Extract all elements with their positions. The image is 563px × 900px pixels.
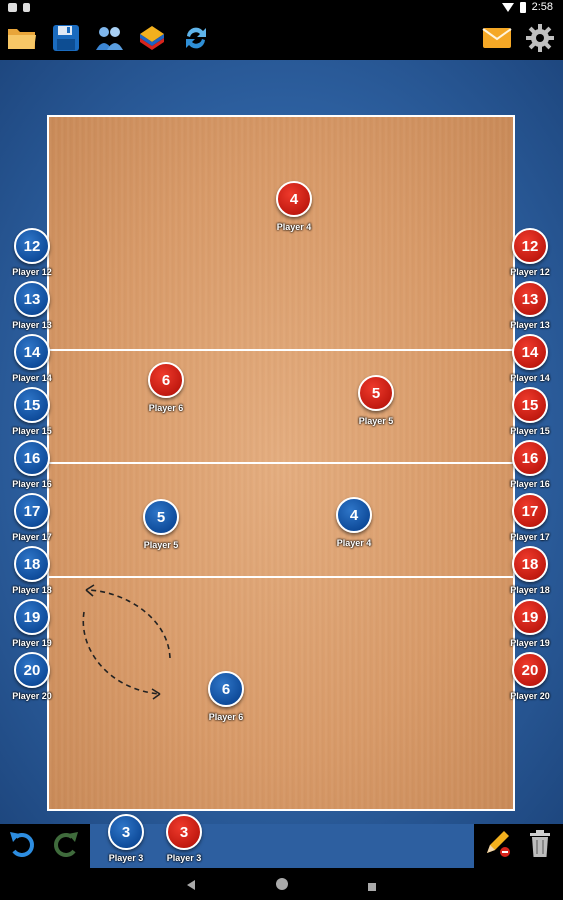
- court-attack-line-bottom: [47, 576, 515, 578]
- folder-icon: [8, 29, 36, 49]
- court-player-red-6[interactable]: 6: [148, 362, 184, 398]
- bench-player-red-3-label: Player 3: [166, 853, 202, 863]
- nav-home-button[interactable]: [275, 877, 289, 896]
- sub-player-red-14-label: Player 14: [510, 373, 550, 383]
- team-icon: [96, 27, 123, 50]
- status-bar: 2:58: [0, 0, 563, 16]
- sub-player-blue-12[interactable]: 12: [14, 228, 50, 264]
- sub-player-blue-17[interactable]: 17: [14, 493, 50, 529]
- sub-player-red-20[interactable]: 20: [512, 652, 548, 688]
- battery-icon: [519, 1, 526, 13]
- sub-player-red-15-label: Player 15: [510, 426, 550, 436]
- sub-player-red-19[interactable]: 19: [512, 599, 548, 635]
- sd-card-icon: [23, 3, 30, 12]
- sub-player-red-20-label: Player 20: [510, 691, 550, 701]
- settings-icon: [526, 24, 554, 52]
- status-right-icons: 2:58: [501, 1, 553, 13]
- recents-icon: [368, 883, 376, 891]
- undo-icon: [10, 832, 34, 857]
- sub-player-blue-14-label: Player 14: [12, 373, 52, 383]
- court-player-blue-4-label: Player 4: [336, 538, 372, 548]
- sub-player-blue-18-label: Player 18: [12, 585, 52, 595]
- bench-area[interactable]: [90, 824, 474, 868]
- court-player-red-5-label: Player 5: [358, 416, 394, 426]
- sub-player-blue-15[interactable]: 15: [14, 387, 50, 423]
- court-player-red-4[interactable]: 4: [276, 181, 312, 217]
- sub-player-red-13-label: Player 13: [510, 320, 550, 330]
- formation-icon: [140, 26, 164, 50]
- navigation-bar: [0, 868, 563, 900]
- wifi-icon: [501, 2, 514, 12]
- court-player-blue-6[interactable]: 6: [208, 671, 244, 707]
- sub-player-red-17[interactable]: 17: [512, 493, 548, 529]
- sub-player-red-16[interactable]: 16: [512, 440, 548, 476]
- court-player-blue-5[interactable]: 5: [143, 499, 179, 535]
- sub-player-blue-13[interactable]: 13: [14, 281, 50, 317]
- sub-player-blue-16-label: Player 16: [12, 479, 52, 489]
- sub-player-blue-20[interactable]: 20: [14, 652, 50, 688]
- sub-player-blue-17-label: Player 17: [12, 532, 52, 542]
- arrow-head-1: [85, 584, 95, 597]
- sub-player-red-14[interactable]: 14: [512, 334, 548, 370]
- sub-player-red-18-label: Player 18: [510, 585, 550, 595]
- sub-player-red-15[interactable]: 15: [512, 387, 548, 423]
- court-center-line: [47, 462, 515, 464]
- sub-player-blue-13-label: Player 13: [12, 320, 52, 330]
- sub-player-blue-16[interactable]: 16: [14, 440, 50, 476]
- sub-player-red-16-label: Player 16: [510, 479, 550, 489]
- court-player-red-5[interactable]: 5: [358, 375, 394, 411]
- bench-player-blue-3-label: Player 3: [108, 853, 144, 863]
- toolbar: [0, 16, 563, 60]
- open-button[interactable]: [6, 22, 38, 54]
- redo-icon: [54, 832, 78, 857]
- delete-button[interactable]: [524, 828, 556, 860]
- court-player-red-4-label: Player 4: [276, 222, 312, 232]
- email-button[interactable]: [481, 22, 513, 54]
- court-player-blue-6-label: Player 6: [208, 712, 244, 722]
- sub-player-blue-15-label: Player 15: [12, 426, 52, 436]
- nav-recents-button[interactable]: [367, 879, 377, 897]
- formation-button[interactable]: [136, 22, 168, 54]
- undo-button[interactable]: [6, 828, 38, 860]
- sub-player-red-17-label: Player 17: [510, 532, 550, 542]
- status-time: 2:58: [531, 1, 553, 13]
- bottom-bar: [0, 824, 563, 868]
- sub-player-blue-14[interactable]: 14: [14, 334, 50, 370]
- sub-player-blue-19[interactable]: 19: [14, 599, 50, 635]
- redo-button[interactable]: [50, 828, 82, 860]
- sync-icon: [186, 27, 206, 49]
- nav-back-button[interactable]: [186, 878, 196, 896]
- sub-player-red-12-label: Player 12: [510, 267, 550, 277]
- sub-player-blue-19-label: Player 19: [12, 638, 52, 648]
- sub-player-red-12[interactable]: 12: [512, 228, 548, 264]
- mail-icon: [482, 28, 512, 48]
- sub-player-red-13[interactable]: 13: [512, 281, 548, 317]
- court-player-blue-5-label: Player 5: [143, 540, 179, 550]
- court-player-red-6-label: Player 6: [148, 403, 184, 413]
- save-button[interactable]: [50, 22, 82, 54]
- sync-button[interactable]: [180, 22, 212, 54]
- sub-player-blue-12-label: Player 12: [12, 267, 52, 277]
- court-player-blue-4[interactable]: 4: [336, 497, 372, 533]
- trash-icon: [530, 830, 550, 857]
- bench-player-blue-3[interactable]: 3: [108, 814, 144, 850]
- save-icon: [53, 25, 79, 51]
- arrow-head-2: [151, 688, 161, 700]
- notification-icon: [8, 3, 17, 12]
- sub-player-red-18[interactable]: 18: [512, 546, 548, 582]
- settings-button[interactable]: [524, 22, 556, 54]
- sub-player-red-19-label: Player 19: [510, 638, 550, 648]
- pencil-icon: [487, 831, 510, 857]
- bench-player-red-3[interactable]: 3: [166, 814, 202, 850]
- back-icon: [187, 880, 195, 890]
- draw-button[interactable]: [482, 828, 514, 860]
- court-attack-line-top: [47, 349, 515, 351]
- team-button[interactable]: [94, 22, 126, 54]
- sub-player-blue-18[interactable]: 18: [14, 546, 50, 582]
- home-icon: [276, 878, 288, 890]
- sub-player-blue-20-label: Player 20: [12, 691, 52, 701]
- status-left-icons: [8, 3, 30, 12]
